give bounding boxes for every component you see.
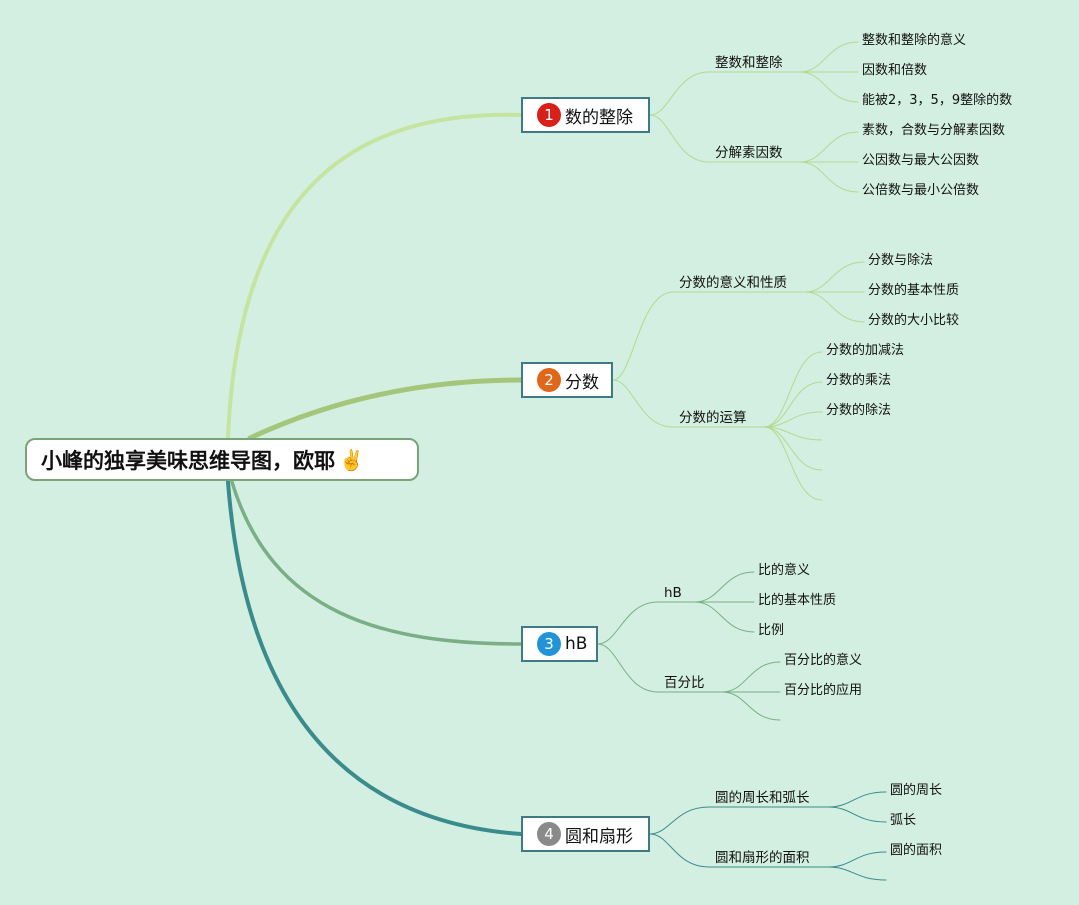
leaf-topic[interactable]: 百分比的意义 [784,653,863,668]
subtopic-label[interactable]: 圆的周长和弧长 [715,790,810,806]
subtopic-connector [649,806,710,835]
number-badge-icon: 1 [537,103,561,127]
leaf-topic[interactable]: 弧长 [890,813,917,828]
number-badge-icon: 4 [537,822,561,846]
branch-label: 数的整除 [565,107,633,128]
subtopic-label[interactable]: 整数和整除 [715,55,783,71]
leaf-topic[interactable]: 公倍数与最小公倍数 [862,183,980,198]
subtopic-label[interactable]: 分数的意义和性质 [679,275,787,291]
subtopic-connector [649,71,710,116]
leaf-topic[interactable]: 圆的面积 [890,843,943,858]
branch-connector-3 [230,480,523,646]
subtopic-connector [612,291,674,381]
leaf-topic[interactable]: 分数与除法 [868,253,934,268]
branch-label: hB [565,634,588,654]
leaf-connector [804,261,865,293]
branch-label: 分数 [565,372,599,393]
leaf-connector [694,601,755,633]
leaf-topic[interactable]: 能被2，3，5，9整除的数 [862,93,1013,108]
leaf-connector [721,661,781,693]
leaf-topic[interactable]: 比例 [758,623,785,638]
subtopic-label[interactable]: 百分比 [664,675,705,691]
leaf-connector [694,571,755,603]
leaf-connector [827,866,887,881]
leaf-topic[interactable]: 公因数与最大公因数 [862,153,980,168]
victory-hand-icon: ✌️ [339,447,364,472]
leaf-connector [763,351,823,428]
leaf-topic[interactable]: 分数的大小比较 [868,313,960,328]
leaf-topic[interactable]: 百分比的应用 [784,683,863,698]
leaf-topic[interactable]: 分数的基本性质 [868,283,960,298]
leaf-connector [804,291,865,323]
number-badge-icon: 3 [537,632,561,656]
subtopic-label[interactable]: 圆和扇形的面积 [715,850,810,866]
subtopic-connector [649,833,710,868]
subtopic-connector [597,643,659,693]
leaf-connector [827,791,887,808]
branch-connector-1 [226,112,523,440]
leaf-connector [763,426,823,471]
number-badge-icon: 2 [537,368,561,392]
leaf-connector [763,411,823,428]
leaf-connector [799,41,859,73]
root-title: 小峰的独享美味思维导图，欧耶 [41,448,335,473]
leaf-connector [763,426,823,501]
branch-label: 圆和扇形 [565,826,633,847]
leaf-connector [827,806,887,823]
leaf-topic[interactable]: 因数和倍数 [862,63,928,78]
leaf-connector [827,851,887,868]
leaf-connector [721,691,781,721]
leaf-connector [763,426,823,441]
leaf-connector [763,381,823,428]
leaf-topic[interactable]: 分数的加减法 [826,343,905,358]
subtopic-connector [649,114,710,163]
leaf-connector [799,131,859,163]
subtopic-label[interactable]: 分数的运算 [679,410,747,426]
leaf-topic[interactable]: 圆的周长 [890,783,943,798]
subtopic-connector [597,601,659,645]
leaf-topic[interactable]: 整数和整除的意义 [862,33,967,48]
leaf-topic[interactable]: 比的基本性质 [758,593,837,608]
leaf-connector [799,71,859,103]
leaf-topic[interactable]: 分数的乘法 [826,373,892,388]
leaf-topic[interactable]: 素数，合数与分解素因数 [862,123,1006,138]
subtopic-label[interactable]: hB [664,585,682,601]
leaf-connector [799,161,859,193]
root-topic[interactable]: 小峰的独享美味思维导图，欧耶 ✌️ [25,438,419,481]
branch-connector-4 [226,480,523,836]
subtopic-label[interactable]: 分解素因数 [715,145,783,161]
leaf-topic[interactable]: 分数的除法 [826,403,892,418]
leaf-topic[interactable]: 比的意义 [758,563,811,578]
subtopic-connector [612,379,674,428]
branch-connector-2 [247,377,524,441]
